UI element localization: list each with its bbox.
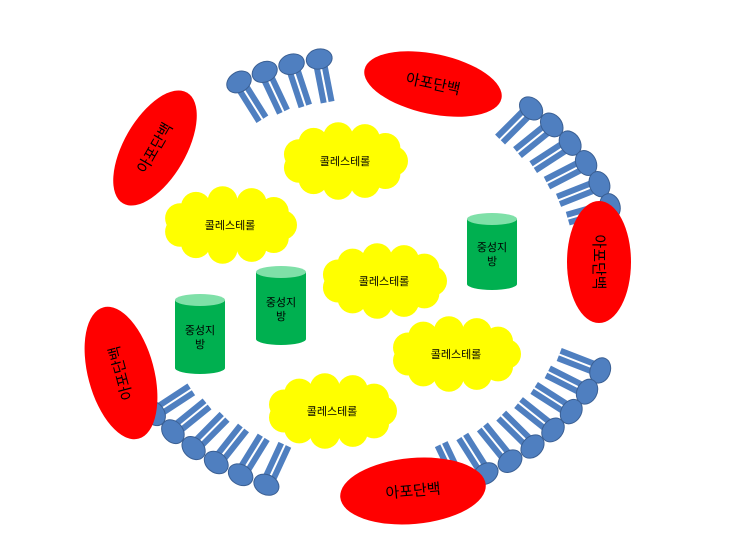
apoprotein-icon	[113, 90, 197, 206]
phospholipid-icon	[226, 70, 269, 123]
neutral-fat-label-line2: 방	[487, 255, 497, 268]
phospholipid-icon	[495, 96, 544, 145]
phospholipid-icon	[556, 347, 612, 384]
neutral-fat-label-line1: 중성지	[266, 296, 296, 309]
cholesterol-label: 콜레스테롤	[431, 348, 482, 361]
apoprotein-5: 아포단백	[340, 457, 486, 525]
apoprotein-label: 아포단백	[590, 234, 608, 289]
phospholipid-icon	[227, 433, 270, 487]
apoprotein-1: 아포단백	[364, 51, 502, 117]
apoprotein-icon	[567, 201, 631, 323]
cholesterol-4: 콜레스테롤	[393, 316, 521, 392]
phospholipid-icon	[161, 398, 212, 445]
apoprotein-3: 아포단백	[567, 201, 631, 323]
cholesterol-icon	[322, 243, 447, 319]
cholesterol-5: 콜레스테롤	[269, 373, 397, 449]
phospholipid-icon	[251, 60, 290, 115]
cholesterol-icon	[165, 186, 297, 264]
cholesterol-3: 콜레스테롤	[322, 243, 447, 319]
phospholipid-icon	[305, 48, 335, 104]
apoprotein-icon	[340, 457, 486, 525]
phospholipid-icon	[514, 397, 565, 443]
phospholipid-icon	[476, 422, 523, 473]
cholesterol-icon	[393, 316, 521, 392]
neutral-fat-label-line1: 중성지	[185, 324, 215, 337]
neutral-fat-2: 중성지 방	[256, 266, 306, 345]
phospholipid-icon	[555, 171, 611, 207]
phospholipid-icon	[529, 130, 582, 173]
neutral-fat-icon	[175, 294, 225, 374]
cholesterol-1: 콜레스테롤	[283, 122, 408, 200]
phospholipid-icon	[544, 365, 599, 405]
phospholipid-icon	[253, 441, 292, 496]
phospholipid-icon	[530, 382, 583, 425]
neutral-fat-label-line2: 방	[276, 310, 286, 323]
neutral-fat-3: 중성지 방	[467, 213, 517, 290]
phospholipid-icon	[203, 423, 250, 475]
apoprotein-label: 아포단백	[385, 480, 442, 503]
apoprotein-4: 아포단백	[84, 306, 158, 440]
phospholipid-icon	[181, 411, 230, 461]
phospholipid-layer	[142, 48, 621, 496]
apoprotein-icon	[84, 306, 158, 440]
neutral-fat-1: 중성지 방	[175, 294, 225, 374]
cholesterol-label: 콜레스테롤	[205, 219, 256, 232]
neutral-fat-label-line2: 방	[195, 338, 205, 351]
apoprotein-2: 아포단백	[113, 90, 197, 206]
cholesterol-label: 콜레스테롤	[359, 275, 410, 288]
cholesterol-label: 콜레스테롤	[320, 155, 371, 168]
cholesterol-icon	[283, 122, 408, 200]
apoprotein-icon	[364, 51, 502, 117]
neutral-fat-label-line1: 중성지	[477, 241, 507, 254]
neutral-fat-icon	[467, 213, 517, 290]
neutral-fat-icon	[256, 266, 306, 345]
cholesterol-icon	[269, 373, 397, 449]
phospholipid-icon	[496, 410, 545, 459]
cholesterol-label: 콜레스테롤	[307, 405, 358, 418]
cholesterol-2: 콜레스테롤	[165, 186, 297, 264]
phospholipid-icon	[278, 53, 312, 109]
